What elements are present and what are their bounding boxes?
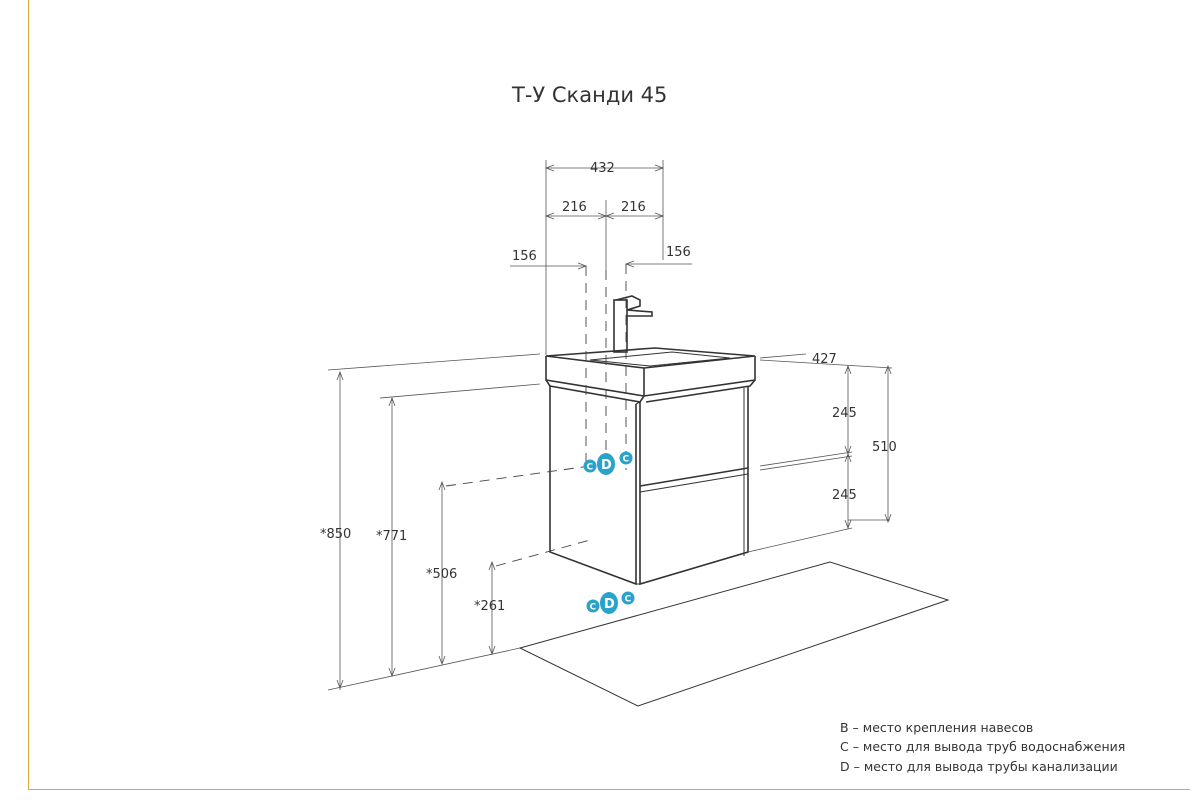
marker-c-left-lower: [586, 599, 600, 613]
legend-item-b: B – место крепления навесов: [840, 720, 1033, 735]
legend-item-d: D – место для вывода трубы канализации: [840, 759, 1118, 774]
svg-text:C: C: [623, 455, 630, 465]
marker-c-right-lower: [621, 591, 635, 605]
dim-156-right: 156: [666, 245, 691, 260]
dim-216-left: 216: [562, 200, 587, 215]
svg-text:D: D: [604, 597, 615, 612]
markers-lower: C D C: [586, 591, 635, 614]
dim-156-left: 156: [512, 249, 537, 264]
dim-width-group: 432 216 216 156 156: [510, 160, 692, 355]
dim-245-lower: 245: [832, 488, 857, 503]
dim-245-upper: 245: [832, 406, 857, 421]
dim-427: 427: [812, 352, 837, 367]
svg-text:C: C: [587, 463, 594, 473]
svg-text:C: C: [590, 603, 597, 613]
marker-d-upper: [597, 453, 615, 475]
faucet: [613, 295, 653, 353]
markers-upper: C D C: [583, 451, 633, 475]
svg-text:D: D: [601, 458, 612, 473]
marker-d-lower: [600, 592, 618, 614]
marker-c-left-upper: [583, 459, 597, 473]
dim-261: *261: [474, 599, 505, 614]
dim-left-group: *850 *771 *506 *261: [320, 353, 541, 691]
dim-771: *771: [376, 529, 407, 544]
page-frame: [28, 0, 1190, 790]
floor-outline: [518, 561, 950, 707]
dim-510: 510: [872, 440, 897, 455]
dim-right-group: 427 245 245 510: [747, 352, 897, 553]
marker-c-right-upper: [619, 451, 633, 465]
diagram-title: Т-У Сканди 45: [511, 83, 667, 107]
washbasin: [545, 347, 756, 403]
dim-850: *850: [320, 527, 351, 542]
dim-506: *506: [426, 567, 457, 582]
dim-216-right: 216: [621, 200, 646, 215]
cabinet-body: [549, 386, 749, 586]
centre-lines: [445, 264, 627, 567]
dim-432: 432: [590, 161, 615, 176]
svg-text:C: C: [625, 595, 632, 605]
legend: B – место крепления навесов C – место дл…: [840, 720, 1125, 774]
legend-item-c: C – место для вывода труб водоснабжения: [840, 739, 1125, 754]
